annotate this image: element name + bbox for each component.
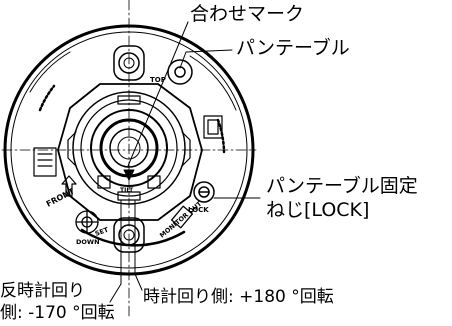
- alignment-mark-callout: 合わせマーク: [190, 3, 305, 25]
- monitor-out-port: [170, 205, 194, 229]
- housing-rim-arc-right: [189, 55, 237, 111]
- pan-table-lock-screw: [193, 181, 215, 203]
- outer-housing-ring: [3, 24, 255, 276]
- knurl-arc-right: [216, 118, 226, 154]
- down-marking: DOWN: [76, 238, 100, 246]
- tilt-marking: TILT: [120, 187, 134, 194]
- pan-table-callout: パンテーブル: [236, 37, 350, 59]
- lens-assembly: [72, 91, 186, 205]
- knurl-arc-left: [38, 84, 56, 112]
- pan-table-plate: [57, 83, 203, 221]
- ccw-rotation-callout-line1: 反時計回り: [0, 281, 85, 301]
- right-side-block: [203, 115, 223, 139]
- top-screw-boss: [113, 45, 145, 81]
- set-down-button: [75, 210, 99, 234]
- rotation-range-lines: [109, 199, 143, 303]
- top-marking: TOP: [150, 76, 166, 84]
- housing-rim-arc: [29, 51, 71, 93]
- cw-rotation-callout: 時計回り側: +180 °回転: [143, 287, 334, 307]
- inner-housing-ring: [10, 31, 248, 269]
- lens-bracket-details: [67, 95, 191, 201]
- alignment-mark-icon: [123, 169, 135, 181]
- pan-table-lock-callout-line2: ねじ[LOCK]: [266, 199, 370, 221]
- lower-inner-arc: [80, 228, 186, 247]
- pan-table-tab: [167, 59, 193, 85]
- left-connector: [33, 147, 57, 177]
- ccw-rotation-callout-line2: 側: -170 °回転: [0, 303, 115, 323]
- bottom-screw-boss: [113, 217, 145, 253]
- lock-marking: LOCK: [188, 206, 209, 214]
- leader-lines: [127, 21, 261, 199]
- pan-table-lock-callout-line1: パンテーブル固定: [266, 175, 418, 197]
- front-arrow-icon: [61, 175, 77, 197]
